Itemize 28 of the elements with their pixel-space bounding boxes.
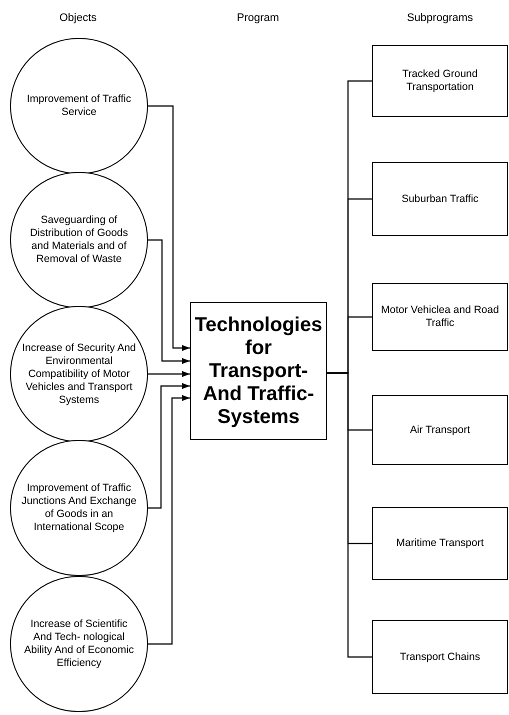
node-text: Suburban Traffic (402, 192, 478, 206)
column-heading: Objects (59, 11, 97, 26)
connector-line (147, 239, 190, 364)
node-text: Motor Vehiclea and Road Traffic (381, 304, 499, 330)
subprogram-box (372, 507, 508, 580)
node-text: Improvement of Traffic Junctions And Exchange of Goods in an International Scope (21, 482, 137, 534)
column-heading: Subprograms (406, 11, 474, 26)
connector-line (147, 383, 190, 509)
node-text: Maritime Transport (396, 537, 484, 550)
node-text: Improvement of Traffic Service (26, 93, 132, 119)
program-box (190, 302, 327, 440)
connector-line (147, 105, 190, 351)
connector-line (327, 372, 372, 658)
node-text: Increase of Scientific And Tech- nological Ability And of Economic Efficiency (23, 618, 135, 670)
connector-line (148, 371, 190, 377)
node-text: Increase of Security And Environmental Compatibility of Motor Vehicles and Transport Systems (21, 342, 137, 406)
subprogram-box (372, 162, 508, 236)
node-text: Tracked Ground Transportation (401, 68, 479, 94)
subprogram-box (372, 283, 508, 351)
node-text: Saveguarding of Distribution of Goods and Materials and of Removal of Waste (28, 214, 130, 266)
subprogram-box (372, 620, 508, 694)
subprogram-box (372, 395, 508, 465)
subprogram-box (372, 45, 508, 117)
node-text: Air Transport (410, 424, 470, 436)
node-text: Transport Chains (400, 650, 480, 664)
node-text: Technologies for Transport- And Traffic- Systems (194, 314, 322, 428)
column-heading: Program (236, 11, 280, 26)
connector-line (147, 395, 190, 645)
